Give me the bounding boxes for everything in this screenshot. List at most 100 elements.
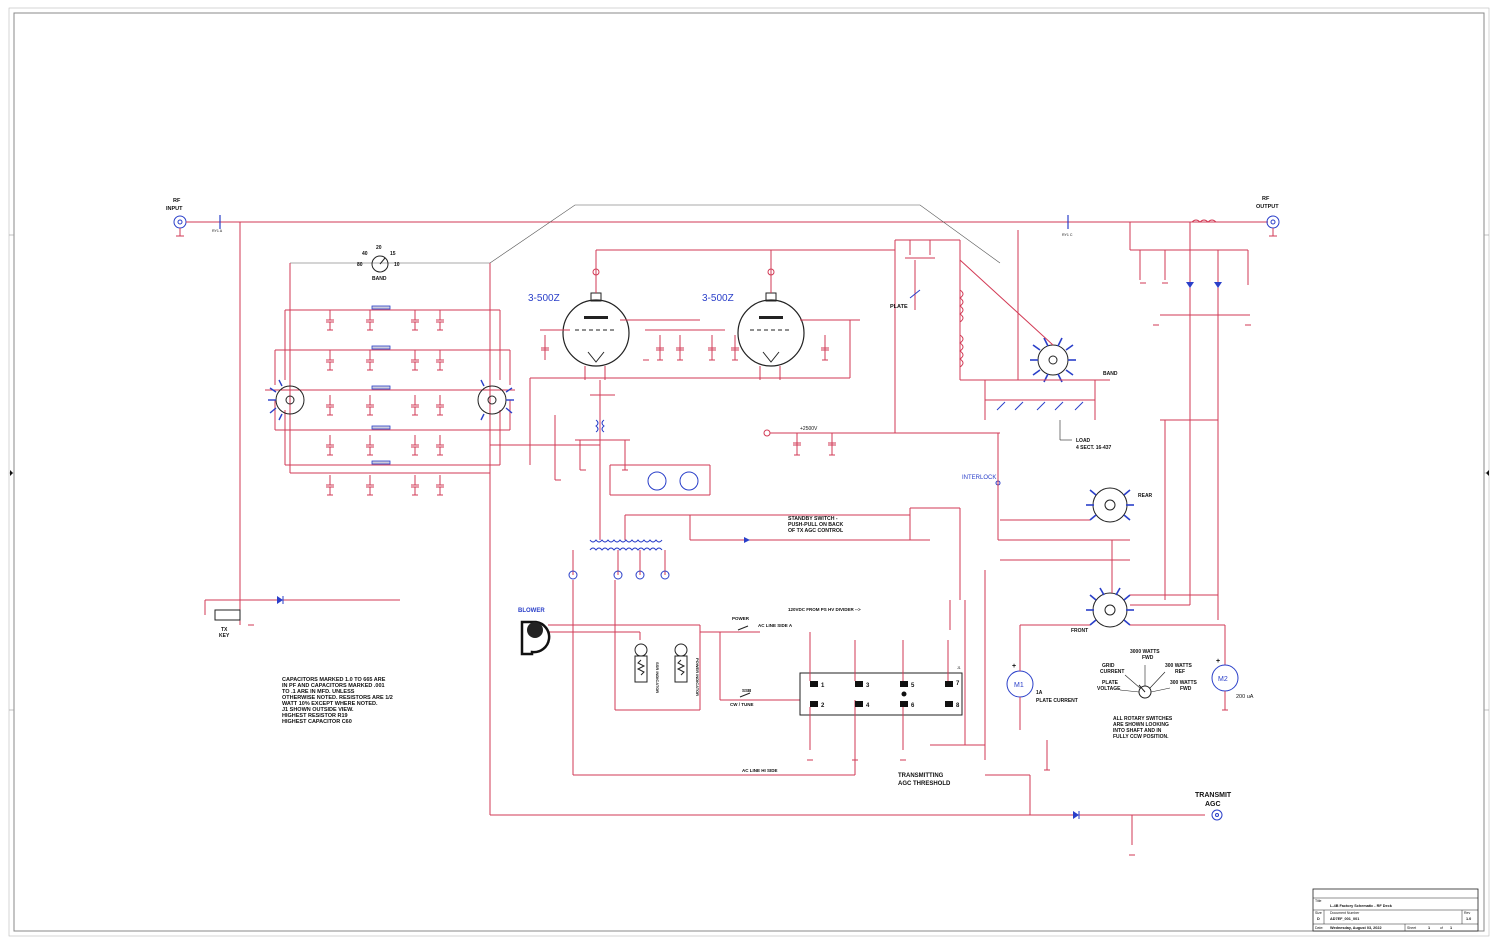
svg-text:CURRENT: CURRENT — [1100, 669, 1124, 675]
notes-block: CAPACITORS MARKED 1.0 TO 665 ARE IN PF A… — [282, 677, 393, 725]
standby-label-1: STANDBY SWITCH - — [788, 516, 838, 522]
m2-label: M2 — [1218, 676, 1228, 683]
tx-key-label-1: TX — [221, 627, 228, 633]
rear-label: REAR — [1138, 493, 1153, 499]
title-block-title-label: Title — [1315, 899, 1322, 903]
ssr-indicator-lamp — [634, 643, 648, 683]
plate-label: PLATE — [890, 304, 908, 310]
m1-label: M1 — [1014, 682, 1024, 689]
filament-transformer — [589, 539, 663, 551]
svg-text:HIGHEST RESISTOR R19: HIGHEST RESISTOR R19 — [282, 713, 348, 719]
svg-text:300 WATTS: 300 WATTS — [1170, 680, 1198, 686]
title-block-sheet: 1 — [1428, 926, 1430, 930]
title-block-size: D — [1317, 917, 1320, 921]
j1-pin-3: 3 — [866, 683, 870, 689]
svg-text:ARE SHOWN LOOKING: ARE SHOWN LOOKING — [1113, 722, 1169, 728]
blower-icon — [520, 620, 551, 656]
power-switch-label: POWER — [732, 616, 750, 621]
title-block-size-label: Size — [1315, 911, 1322, 915]
svg-text:REF: REF — [1175, 669, 1185, 675]
svg-text:40: 40 — [362, 251, 368, 257]
blower-label: BLOWER — [518, 608, 545, 614]
drawing-border — [13, 12, 1485, 932]
svg-text:FWD: FWD — [1142, 655, 1154, 661]
svg-text:RY1 C: RY1 C — [1062, 233, 1073, 237]
front-label: FRONT — [1071, 628, 1088, 634]
band-switch-s1b — [477, 379, 514, 421]
j1-label: J1 — [957, 666, 961, 670]
ac-line-hi-side-label: AC LINE HI SIDE — [742, 768, 778, 773]
j1-pin-7: 7 — [956, 681, 960, 687]
standby-label-3: OF TX AGC CONTROL — [788, 528, 844, 534]
band-switch-s1a — [268, 379, 305, 421]
svg-text:GRID: GRID — [1102, 663, 1115, 669]
title-block-rev: 1.0 — [1466, 917, 1471, 921]
transmit-agc-1: TRANSMIT — [1195, 792, 1232, 799]
title-block-date-label: Date: — [1315, 926, 1323, 930]
hv-divider-label: 120VDC FROM PS HV DIVIDER --> — [788, 607, 861, 612]
tube-v2-label: 3-500Z — [702, 293, 734, 304]
m1-desc-2: PLATE CURRENT — [1036, 698, 1078, 704]
standby-label-2: PUSH-PULL ON BACK — [788, 522, 843, 528]
title-block-date: Wednesday, August 03, 2022 — [1330, 926, 1382, 930]
svg-text:HIGHEST CAPACITOR C60: HIGHEST CAPACITOR C60 — [282, 719, 352, 725]
j1-pin-5: 5 — [911, 683, 915, 689]
meter-switch-rear — [1086, 487, 1134, 523]
cw-tune-label: CW / TUNE — [730, 702, 754, 707]
title-block-of: 1 — [1450, 926, 1452, 930]
power-indicator-label: POWER INDICATOR — [695, 658, 700, 696]
tx-key-jack — [214, 609, 241, 621]
title-block — [1312, 888, 1479, 932]
svg-text:WATT 10% EXCEPT WHERE NOTED.: WATT 10% EXCEPT WHERE NOTED. — [282, 701, 378, 707]
svg-text:+: + — [1216, 658, 1220, 665]
tube-v1-label: 3-500Z — [528, 293, 560, 304]
title-block-docnum: AD7EF_001_001 — [1330, 917, 1359, 921]
j1-pin-6: 6 — [911, 703, 915, 709]
hv-label: +2500V — [800, 426, 818, 432]
m2-desc: 200 uA — [1236, 694, 1254, 700]
svg-text:CAPACITORS MARKED 1.0 TO 665 A: CAPACITORS MARKED 1.0 TO 665 ARE — [282, 677, 386, 683]
title-block-title: L-4B Factory Schematic - RF Deck — [1330, 904, 1393, 908]
j1-pin-4: 4 — [866, 703, 870, 709]
band-knob-label: BAND — [372, 276, 387, 282]
svg-text:FWD: FWD — [1180, 686, 1192, 692]
title-block-of-label: of — [1440, 926, 1443, 930]
svg-text:RY1 A: RY1 A — [212, 229, 223, 233]
title-block-rev-label: Rev — [1464, 911, 1470, 915]
rf-input-connector — [173, 215, 187, 237]
rf-output-label-2: OUTPUT — [1256, 204, 1279, 210]
svg-text:INTO SHAFT AND IN: INTO SHAFT AND IN — [1113, 728, 1162, 734]
band-knob — [371, 255, 389, 273]
rf-input-label-2: INPUT — [166, 206, 183, 212]
interlock-label: INTERLOCK — [962, 475, 996, 481]
rf-input-label-1: RF — [173, 198, 181, 204]
svg-text:J1 SHOWN OUTSIDE VIEW.: J1 SHOWN OUTSIDE VIEW. — [282, 707, 354, 713]
svg-text:20: 20 — [376, 245, 382, 251]
meter-switch-front — [1086, 587, 1134, 628]
ac-line-side-a-label: AC LINE SIDE A — [758, 623, 793, 628]
j1-pin-1: 1 — [821, 683, 825, 689]
svg-text:OTHERWISE NOTED. RESISTORS ARE: OTHERWISE NOTED. RESISTORS ARE 1/2 — [282, 695, 393, 701]
rf-output-label-1: RF — [1262, 196, 1270, 202]
agc-threshold-1: TRANSMITTING — [898, 773, 944, 779]
svg-text:ALL ROTARY SWITCHES: ALL ROTARY SWITCHES — [1113, 716, 1173, 722]
svg-text:TO .1 ARE IN MFD. UNLESS: TO .1 ARE IN MFD. UNLESS — [282, 689, 355, 695]
j1-pin-2: 2 — [821, 703, 825, 709]
transmit-agc-2: AGC — [1205, 801, 1221, 808]
svg-text:300 WATTS: 300 WATTS — [1165, 663, 1193, 669]
ssb-label: SSB — [742, 688, 752, 693]
rf-output-connector — [1266, 215, 1280, 237]
transmit-agc-jack — [1211, 809, 1223, 821]
svg-text:15: 15 — [390, 251, 396, 257]
tube-v2 — [737, 292, 805, 367]
svg-text:+: + — [1012, 663, 1016, 670]
svg-text:80: 80 — [357, 262, 363, 268]
agc-threshold-2: AGC THRESHOLD — [898, 781, 951, 787]
tx-key-label-2: KEY — [219, 633, 230, 639]
meter-selector-icon — [1119, 665, 1171, 699]
svg-text:PLATE: PLATE — [1102, 680, 1119, 686]
m1-desc-1: 1A — [1036, 690, 1043, 696]
j1-pin-8: 8 — [956, 703, 960, 709]
input-filter-network — [265, 263, 515, 496]
